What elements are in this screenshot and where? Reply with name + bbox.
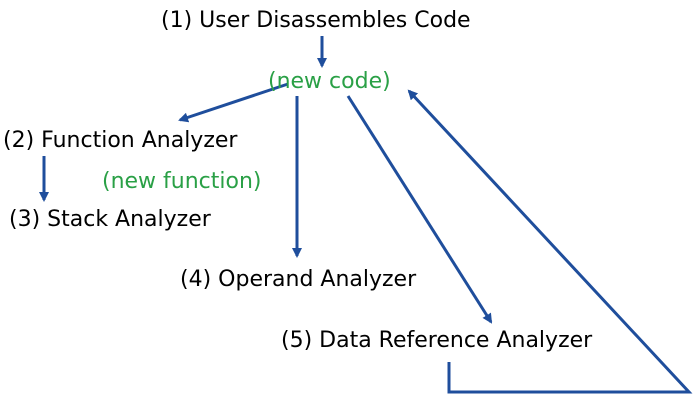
node-function-analyzer: (2) Function Analyzer	[3, 128, 238, 153]
arrow-new-code-to-data-reference-analyzer	[346, 95, 493, 324]
node-operand-analyzer: (4) Operand Analyzer	[180, 267, 417, 292]
node-data-reference-analyzer: (5) Data Reference Analyzer	[281, 328, 593, 353]
annotation-new-function: (new function)	[102, 169, 262, 194]
arrow-new-code-to-function-analyzer	[178, 82, 289, 123]
annotation-new-code: (new code)	[268, 69, 391, 94]
arrow-data-reference-feedback-loop	[407, 89, 693, 394]
node-stack-analyzer: (3) Stack Analyzer	[9, 207, 211, 232]
node-user-disassembles-code: (1) User Disassembles Code	[161, 8, 471, 33]
